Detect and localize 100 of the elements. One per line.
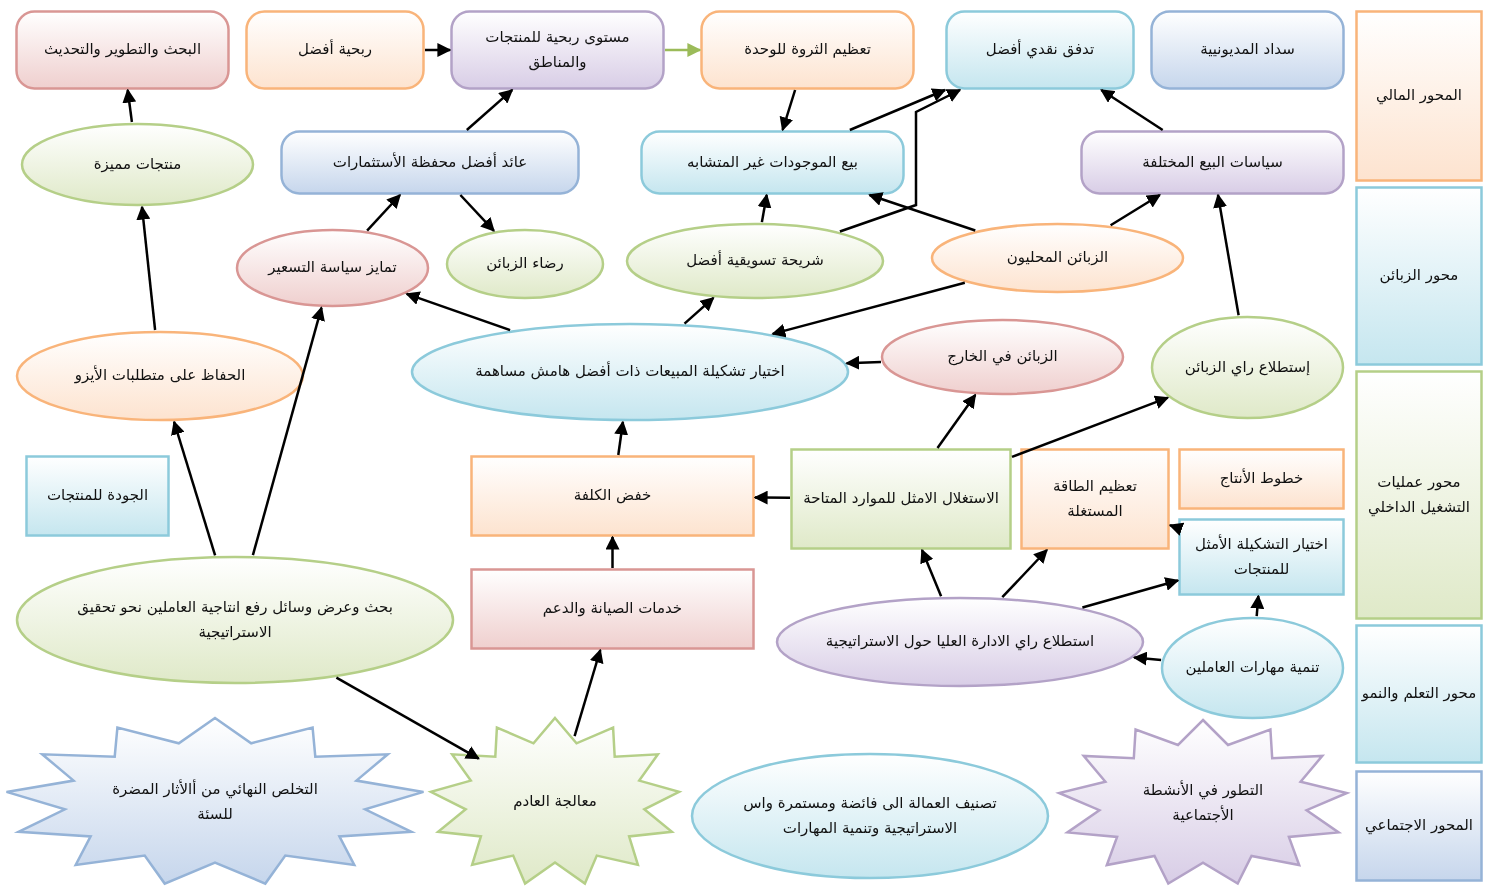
node-text: تعظيم الثروة للوحدة xyxy=(744,39,871,61)
node-text: خدمات الصيانة والدعم xyxy=(542,598,683,620)
rounded-box xyxy=(945,10,1135,90)
arrow xyxy=(425,43,452,57)
node-text: الحفاظ على متطلبات الأيزو xyxy=(74,364,246,387)
node-text: اختيار تشكيلة المبيعات ذات أفضل هامش مساهمة xyxy=(475,360,785,383)
arrow xyxy=(1168,522,1185,536)
arrow xyxy=(936,393,977,449)
rect-node xyxy=(470,455,755,537)
rounded-box xyxy=(1150,10,1345,90)
node-text: تنمية مهارات العاملين xyxy=(1185,657,1320,679)
rect-node xyxy=(1355,770,1483,882)
rect-node xyxy=(1355,10,1483,182)
node-text: شريحة تسويقية أفضل xyxy=(686,249,824,272)
arrow xyxy=(1250,594,1265,617)
rounded-box xyxy=(700,10,915,90)
arrow xyxy=(753,490,790,505)
axis-label: المحور المالي xyxy=(1376,85,1462,107)
node-text: تدفق نقدي أفضل xyxy=(985,38,1095,61)
node-text: ربحية أفضل xyxy=(297,38,373,61)
axis-label: محور الزبائن xyxy=(1379,265,1459,287)
node-text: إستطلاع راي الزبائن xyxy=(1184,356,1311,379)
node-text: تعظيم الطاقة المستغلة xyxy=(1052,475,1138,522)
arrow xyxy=(335,676,480,760)
rounded-box xyxy=(280,130,580,195)
ellipse-node xyxy=(690,752,1050,880)
ellipse-node xyxy=(1150,315,1345,420)
ellipse-node xyxy=(15,555,455,685)
node-text: معالجة العادم xyxy=(513,791,597,813)
rect-node xyxy=(1355,624,1483,764)
arrow xyxy=(1100,88,1164,132)
rounded-box xyxy=(15,10,230,90)
arrow xyxy=(1082,577,1180,609)
ellipse-node xyxy=(880,318,1125,396)
arrow xyxy=(605,535,620,568)
arrow xyxy=(849,88,947,132)
ellipse-node xyxy=(20,122,255,207)
ellipse-node xyxy=(1160,616,1345,720)
arrow xyxy=(868,192,976,232)
arrow xyxy=(614,420,629,456)
rect-node xyxy=(25,455,170,537)
node-text: سياسات البيع المختلفة xyxy=(1142,151,1283,173)
rounded-box xyxy=(640,130,905,195)
arrow xyxy=(1213,193,1240,316)
arrow xyxy=(920,548,943,597)
axis-label: محور التعلم والنمو xyxy=(1361,683,1477,705)
ellipse-node xyxy=(625,222,885,300)
rect-node xyxy=(1178,448,1345,510)
rounded-box xyxy=(245,10,425,90)
rect-node xyxy=(1020,448,1170,550)
ellipse-node xyxy=(235,228,430,308)
arrow xyxy=(845,355,882,370)
rect-node xyxy=(790,448,1012,550)
arrow xyxy=(1011,395,1170,459)
arrow xyxy=(683,296,715,325)
node-text: اختيار التشكيلة الأمثل للمنتجات xyxy=(1194,533,1329,580)
node-text: تصنيف العمالة الى فائضة ومستمرة واس الاستراتيجية وتنمية المهارات xyxy=(742,792,998,839)
arrow xyxy=(405,291,511,332)
rect-node xyxy=(470,568,755,650)
arrow xyxy=(251,306,325,556)
rect-node xyxy=(1355,186,1483,366)
node-text: بحث وعرض وسائل رفع انتاجية العاملين نحو تحقيق الاستراتيجية xyxy=(76,596,394,643)
node-text: التخلص النهائي من أالأثار المضرة للسئة xyxy=(111,778,319,825)
node-text: رضاء الزبائن xyxy=(486,253,564,275)
node-text: تمايز سياسة التسعير xyxy=(268,257,397,279)
arrow xyxy=(1109,193,1161,227)
node-text: منتجات مميزة xyxy=(93,153,182,175)
node-text: مستوى ربحية للمنتجات والمناطق xyxy=(484,26,631,73)
node-text: التطور في الأنشطة الأجتماعية xyxy=(1141,779,1265,826)
starburst-node xyxy=(1058,720,1348,886)
arrow xyxy=(757,193,772,223)
node-text: استطلاع راي الادارة العليا حول الاستراتيجية xyxy=(825,631,1095,653)
axis-label: محور عمليات التشغيل الداخلي xyxy=(1366,471,1472,519)
arrow xyxy=(465,89,514,131)
arrow xyxy=(459,194,495,232)
arrow xyxy=(136,205,157,331)
node-text: الزبائن في الخارج xyxy=(947,346,1058,368)
rect-node xyxy=(1355,370,1483,620)
rect-node xyxy=(1178,518,1345,596)
ellipse-node xyxy=(930,222,1185,294)
node-text: سداد المديونيية xyxy=(1200,39,1295,61)
arrow xyxy=(122,88,137,123)
arrow xyxy=(366,193,401,232)
rounded-box xyxy=(1080,130,1345,195)
node-text: خفض الكلفة xyxy=(573,485,652,507)
ellipse-node xyxy=(410,322,850,422)
starburst-node xyxy=(430,718,680,886)
arrow xyxy=(171,420,217,556)
axis-label: المحور الاجتماعي xyxy=(1364,815,1474,837)
node-text: عائد أفضل محفظة الأستثمارات xyxy=(332,151,528,173)
rounded-box xyxy=(450,10,665,90)
arrow xyxy=(665,43,702,57)
node-text: الجودة للمنتجات xyxy=(46,485,149,507)
ellipse-node xyxy=(15,330,305,422)
arrow xyxy=(1132,651,1162,666)
node-text: الاستغلال الامثل للموارد المتاحة xyxy=(803,488,999,510)
node-text: بيع الموجودات غير المتشابه xyxy=(687,151,858,173)
ellipse-node xyxy=(775,596,1145,688)
node-text: الزبائن المحليون xyxy=(1006,247,1109,269)
node-text: البحث والتطوير والتحديث xyxy=(43,39,202,61)
